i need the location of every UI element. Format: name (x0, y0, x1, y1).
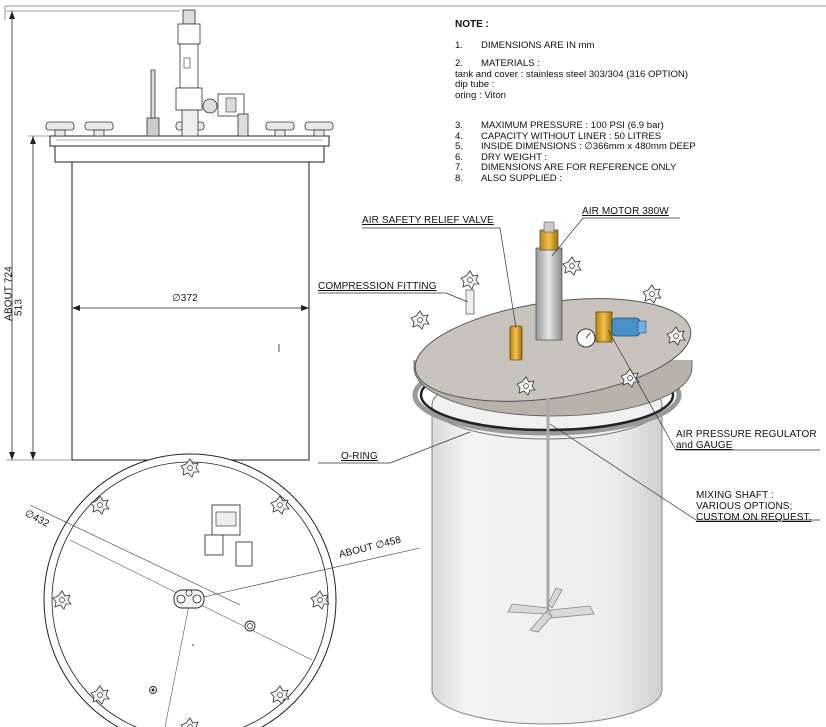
note-text: oring : Viton (455, 89, 507, 101)
air-pressure-regulator-label: AIR PRESSURE REGULATOR and GAUGE (676, 429, 817, 451)
o-ring-label: O-RING (341, 451, 378, 462)
compression-fitting-label: COMPRESSION FITTING (318, 281, 437, 292)
note-text: ALSO SUPPLIED : (481, 172, 563, 184)
note-number: 1. (455, 39, 464, 51)
note-item: 8. ALSO SUPPLIED : (455, 172, 815, 185)
mixing-shaft-label: MIXING SHAFT : VARIOUS OPTIONS; CUSTOM O… (696, 490, 812, 523)
note-text: DIMENSIONS ARE FOR REFERENCE ONLY (481, 162, 677, 173)
note-text: tank and cover : stainless steel 303/304… (455, 68, 689, 80)
note-item: 4. CAPACITY WITHOUT LINER : 50 LITRES (455, 130, 815, 143)
air-motor-label: AIR MOTOR 380W (582, 206, 669, 217)
note-item: 1. DIMENSIONS ARE IN mm (455, 39, 815, 52)
note-item: 5. INSIDE DIMENSIONS : ∅366mm x 480mm DE… (455, 141, 815, 153)
note-item: 6. DRY WEIGHT : (455, 151, 815, 164)
tank-height-dim: 513 (13, 299, 25, 316)
note-item: 3. MAXIMUM PRESSURE : 100 PSI (6.9 bar) (455, 120, 815, 132)
air-safety-relief-valve-label: AIR SAFETY RELIEF VALVE (362, 215, 494, 226)
note-text: MATERIALS : (481, 58, 540, 69)
note-number: 8. (455, 172, 464, 184)
note-number: 2. (455, 58, 464, 69)
notes-block: NOTE : 1. DIMENSIONS ARE IN mm 2. MATERI… (455, 19, 815, 185)
note-text: CAPACITY WITHOUT LINER : 50 LITRES (481, 130, 662, 142)
note-text: DRY WEIGHT : (481, 151, 548, 163)
notes-title: NOTE : (455, 19, 489, 30)
note-text: DIMENSIONS ARE IN mm (481, 39, 595, 51)
mixing-shaft-line2: VARIOUS OPTIONS; (696, 501, 793, 512)
mixing-shaft-line3: CUSTOM ON REQUEST. (696, 512, 812, 523)
top-view (29, 453, 421, 727)
note-text: MAXIMUM PRESSURE : 100 PSI (6.9 bar) (481, 120, 664, 131)
side-elevation (6, 9, 334, 461)
air-pressure-regulator-line1: AIR PRESSURE REGULATOR (676, 429, 817, 440)
note-text: INSIDE DIMENSIONS : ∅366mm x 480mm DEEP (481, 141, 696, 152)
note-number: 5. (455, 141, 464, 152)
note-number: 4. (455, 130, 464, 142)
note-item: 7. DIMENSIONS ARE FOR REFERENCE ONLY (455, 162, 815, 174)
air-pressure-regulator-line2: and GAUGE (676, 440, 733, 451)
mixing-shaft-line1: MIXING SHAFT : (696, 490, 774, 501)
note-number: 7. (455, 162, 464, 173)
note-text: dip tube : (455, 79, 495, 90)
note-item: 2. MATERIALS : (455, 58, 815, 70)
note-number: 6. (455, 151, 464, 163)
tank-diameter-dim: ∅372 (172, 293, 198, 304)
note-number: 3. (455, 120, 464, 131)
tank-3d-view (318, 217, 820, 725)
